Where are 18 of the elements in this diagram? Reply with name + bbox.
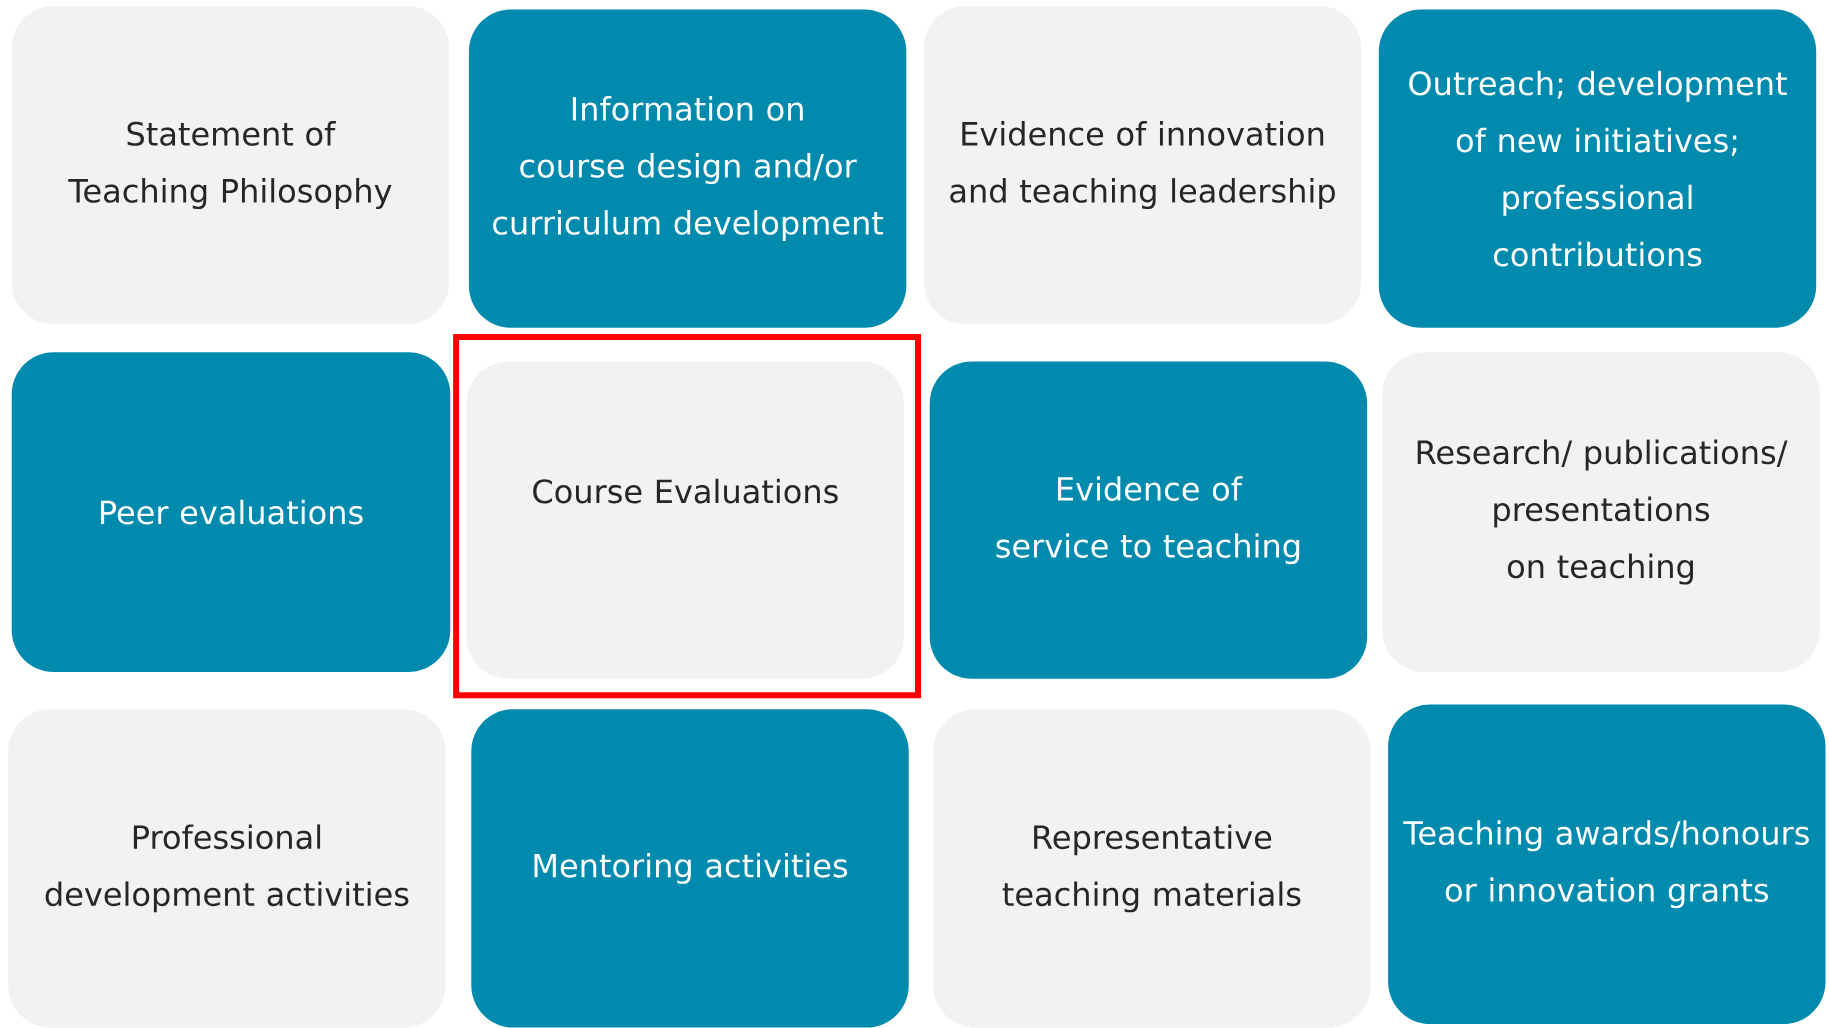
node-label: Representative teaching materials bbox=[1002, 824, 1301, 913]
node-label: Peer evaluations bbox=[100, 499, 363, 525]
node-label: Teaching awards/honours or innovation grants bbox=[1403, 820, 1809, 909]
node-label: Professional development activities bbox=[45, 824, 409, 913]
node-label: Course Evaluations bbox=[533, 478, 838, 504]
node-label: Evidence of innovation and teaching leadership bbox=[950, 121, 1335, 210]
node-label: Information on course design and/or curriculum development bbox=[493, 96, 884, 242]
text-card bbox=[929, 361, 1368, 679]
text-card bbox=[1388, 704, 1826, 1025]
node-label: Statement of Teaching Philosophy bbox=[68, 121, 392, 210]
text-card bbox=[11, 352, 451, 672]
node-label: Evidence of service to teaching bbox=[996, 476, 1300, 565]
node-label: Outreach; development of new initiatives; professional contributions bbox=[1409, 70, 1787, 267]
text-card bbox=[468, 9, 907, 328]
node-label: Mentoring activities bbox=[534, 852, 848, 884]
text-card bbox=[1378, 9, 1817, 328]
text-card bbox=[471, 709, 909, 1028]
node-label: Research/ publications/ presentations on teaching bbox=[1417, 439, 1788, 585]
